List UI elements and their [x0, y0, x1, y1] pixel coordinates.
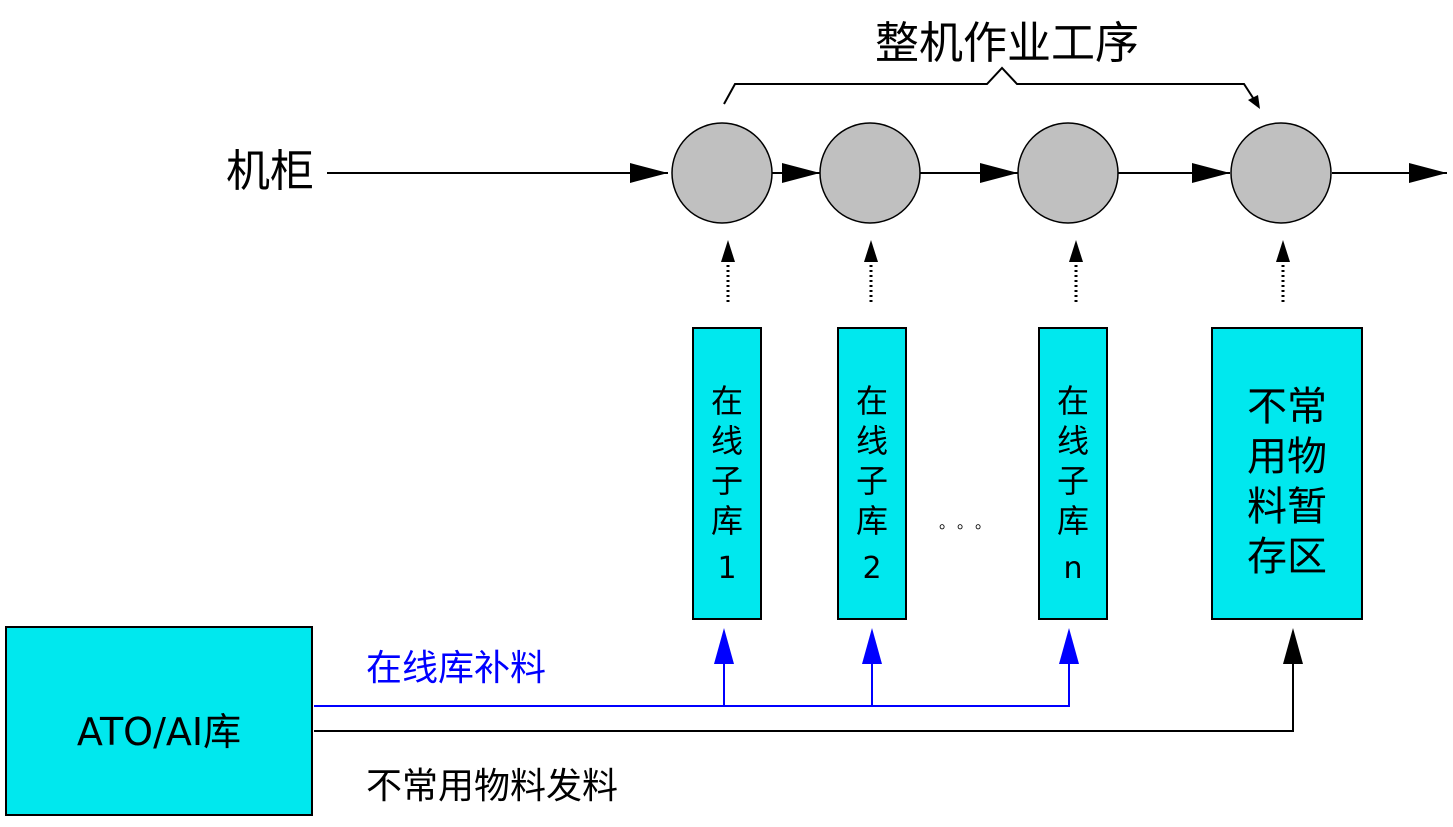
sub-warehouse-n: 在 线 子 库 n [1038, 327, 1108, 620]
dotted-supply-1 [721, 240, 735, 302]
dotted-supply-2 [864, 240, 878, 302]
dotted-supply-n [1069, 240, 1083, 302]
replenish-flow [314, 628, 1079, 707]
sub-warehouse-1-index: 1 [717, 551, 736, 586]
replenish-arrow-n [1059, 628, 1079, 664]
input-label: 机柜 [226, 146, 314, 197]
station-2 [819, 122, 921, 224]
sub-warehouse-n-char-0: 在 [1057, 382, 1089, 420]
sub-warehouse-n-char-2: 子 [1057, 462, 1089, 500]
ellipsis: 。。。 [939, 513, 1001, 532]
brace-arrowhead [1248, 95, 1260, 109]
temp-storage-line-3: 存区 [1247, 534, 1327, 580]
temp-storage-line-0: 不常 [1247, 384, 1327, 430]
replenish-label: 在线库补料 [366, 648, 546, 689]
station-n [1017, 122, 1119, 224]
sub-warehouse-2-char-3: 库 [856, 502, 888, 540]
sub-warehouse-n-index: n [1063, 551, 1082, 586]
sub-warehouse-n-char-3: 库 [1057, 502, 1089, 540]
station-1 [671, 122, 773, 224]
sub-warehouse-2: 在 线 子 库 2 [837, 327, 907, 620]
sub-warehouse-2-char-2: 子 [856, 462, 888, 500]
sub-warehouse-2-char-1: 线 [856, 422, 888, 460]
sub-warehouse-1-char-2: 子 [711, 462, 743, 500]
temp-storage-area: 不常 用物 料暂 存区 [1211, 327, 1363, 620]
infrequent-arrow [1283, 628, 1303, 664]
replenish-arrow-2 [862, 628, 882, 664]
sub-warehouse-1-char-3: 库 [711, 502, 743, 540]
process-title: 整机作业工序 [875, 18, 1139, 69]
temp-storage-line-1: 用物 [1247, 434, 1327, 480]
sub-warehouse-2-index: 2 [862, 551, 881, 586]
infrequent-label: 不常用物料发料 [366, 766, 618, 807]
sub-warehouse-1: 在 线 子 库 1 [692, 327, 762, 620]
title-brace [723, 66, 1258, 105]
sub-warehouse-2-char-0: 在 [856, 382, 888, 420]
temp-storage-line-2: 料暂 [1247, 484, 1327, 530]
sub-warehouse-1-char-1: 线 [711, 422, 743, 460]
replenish-arrow-1 [714, 628, 734, 664]
station-last [1230, 122, 1332, 224]
sub-warehouse-n-char-1: 线 [1057, 422, 1089, 460]
source-warehouse-label: ATO/AI库 [77, 710, 241, 754]
source-warehouse: ATO/AI库 [5, 626, 313, 816]
infrequent-flow [314, 628, 1303, 732]
dotted-supply-last [1276, 240, 1290, 302]
sub-warehouse-1-char-0: 在 [711, 382, 743, 420]
